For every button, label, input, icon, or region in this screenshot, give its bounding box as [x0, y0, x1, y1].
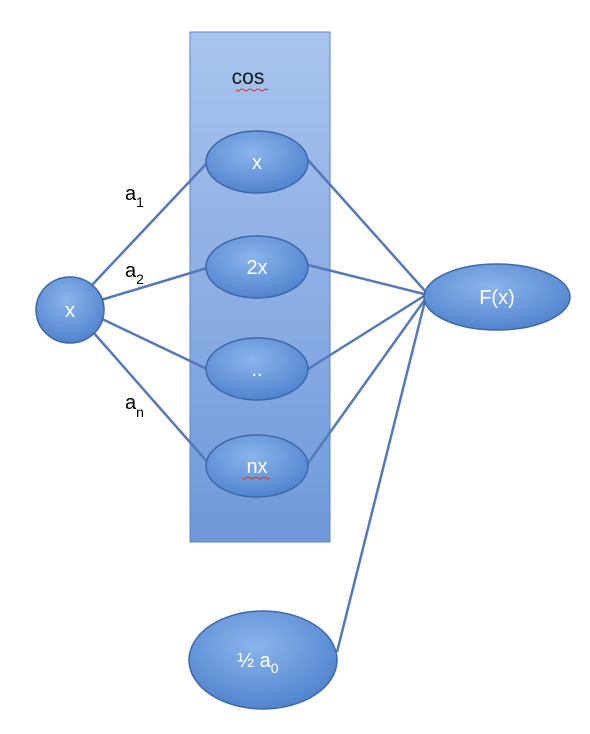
- weight-a2-main: a: [125, 260, 137, 282]
- constant-sub: 0: [271, 660, 279, 676]
- output-edges: [304, 159, 428, 653]
- weight-a1-main: a: [125, 183, 137, 205]
- cos-node-2x: 2x: [205, 235, 309, 299]
- cos-node-dots: ..: [205, 337, 309, 401]
- edge-constant-output: [335, 296, 428, 653]
- edge-input-2x: [100, 266, 208, 302]
- output-node: F(x): [423, 263, 571, 331]
- weight-an-sub: n: [136, 404, 144, 420]
- cos-node-2x-label: 2x: [246, 257, 267, 279]
- cos-node-nx: nx: [205, 434, 309, 498]
- output-node-label: F(x): [479, 287, 515, 309]
- cos-node-dots-label: ..: [251, 359, 262, 381]
- input-edges: [91, 162, 211, 466]
- input-node: x: [35, 276, 105, 344]
- weight-label-a1: a1: [125, 183, 144, 210]
- edge-2x-output: [307, 263, 425, 296]
- weight-an-main: a: [125, 392, 137, 414]
- cos-node-nx-label: nx: [246, 456, 267, 478]
- cos-column-title: cos: [232, 66, 265, 89]
- cos-node-x-label: x: [252, 152, 262, 174]
- spellcheck-underline: [235, 88, 269, 92]
- weight-label-a2: a2: [125, 260, 144, 287]
- input-node-label: x: [65, 300, 75, 322]
- edge-x-output: [307, 159, 427, 293]
- weight-label-an: an: [125, 392, 144, 420]
- constant-node: ½ a0: [188, 610, 338, 710]
- edge-input-x: [91, 162, 208, 286]
- cos-node-x: x: [205, 130, 309, 194]
- spellcheck-underline-nx: [241, 476, 271, 480]
- edge-dots-output: [307, 294, 425, 371]
- weight-a1-sub: 1: [136, 194, 144, 210]
- edge-input-nx: [92, 331, 211, 466]
- weight-a2-sub: 2: [136, 271, 144, 287]
- edge-input-dots: [99, 316, 208, 371]
- constant-node-label: ½ a0: [237, 650, 278, 676]
- constant-main: ½ a: [237, 650, 271, 672]
- edge-nx-output: [304, 297, 428, 467]
